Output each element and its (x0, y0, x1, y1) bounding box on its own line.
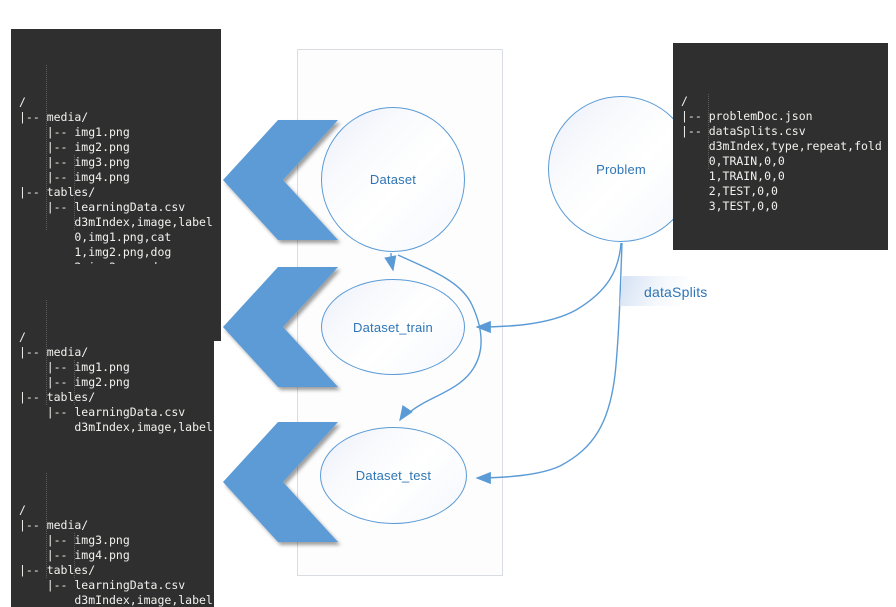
code-lines: /|-- media/ |-- img3.png |-- img4.png|--… (19, 503, 213, 607)
code-line: 1,img2.png,dog (19, 245, 172, 259)
code-line: |-- tables/ (19, 390, 96, 404)
code-line: / (19, 95, 26, 109)
indent-guide (74, 360, 75, 405)
dataset-node: Dataset (321, 107, 465, 252)
code-line: |-- learningData.csv (19, 578, 186, 592)
indent-guide (74, 155, 75, 230)
code-line: 3,TEST,0,0 (681, 199, 778, 213)
datasplits-label: dataSplits (644, 284, 708, 300)
dataset-train-node: Dataset_train (321, 279, 465, 375)
code-line: |-- img4.png (19, 170, 130, 184)
code-line: / (681, 94, 688, 108)
code-line: |-- dataSplits.csv (681, 124, 806, 138)
code-line: 2,TEST,0,0 (681, 184, 778, 198)
code-line: 0,img1.png,cat (19, 230, 172, 244)
indent-guide (46, 300, 47, 405)
indent-guide (46, 473, 47, 578)
dataset-test-node: Dataset_test (320, 427, 467, 524)
code-line: |-- media/ (19, 518, 89, 532)
code-line: |-- img3.png (19, 533, 130, 547)
code-line: / (19, 330, 26, 344)
code-line: |-- img2.png (19, 140, 130, 154)
code-line: |-- learningData.csv (19, 200, 186, 214)
problem-node-label: Problem (596, 161, 646, 177)
dataset-test-file-tree: /|-- media/ |-- img3.png |-- img4.png|--… (11, 437, 214, 607)
problem-file-tree: /|-- problemDoc.json|-- dataSplits.csv d… (673, 43, 888, 250)
code-lines: /|-- problemDoc.json|-- dataSplits.csv d… (681, 94, 882, 214)
code-line: d3mIndex,image,label (19, 215, 213, 229)
code-line: 0,TRAIN,0,0 (681, 154, 785, 168)
code-line: |-- learningData.csv (19, 405, 186, 419)
code-line: d3mIndex,image,label (19, 420, 213, 434)
indent-guide (708, 94, 709, 169)
code-line: |-- media/ (19, 110, 89, 124)
dataset-node-label: Dataset (369, 172, 417, 187)
code-line: |-- img1.png (19, 125, 130, 139)
code-line: |-- img2.png (19, 375, 130, 389)
dataset-train-node-label: Dataset_train (353, 319, 433, 335)
code-line: |-- tables/ (19, 185, 96, 199)
code-line: |-- img4.png (19, 548, 130, 562)
code-line: |-- problemDoc.json (681, 109, 813, 123)
code-line: |-- img3.png (19, 155, 130, 169)
code-lines: /|-- media/ |-- img1.png |-- img2.png |-… (19, 95, 213, 305)
dataset-test-node-label: Dataset_test (355, 468, 432, 483)
code-line: d3mIndex,type,repeat,fold (681, 139, 882, 153)
problem-node: Problem (548, 96, 694, 242)
code-line: |-- media/ (19, 345, 89, 359)
code-line: d3mIndex,image,label (19, 593, 213, 607)
code-line: |-- img1.png (19, 360, 130, 374)
code-line: / (19, 503, 26, 517)
code-line: 1,TRAIN,0,0 (681, 169, 785, 183)
code-line: |-- tables/ (19, 563, 96, 577)
indent-guide (46, 65, 47, 230)
indent-guide (74, 533, 75, 578)
